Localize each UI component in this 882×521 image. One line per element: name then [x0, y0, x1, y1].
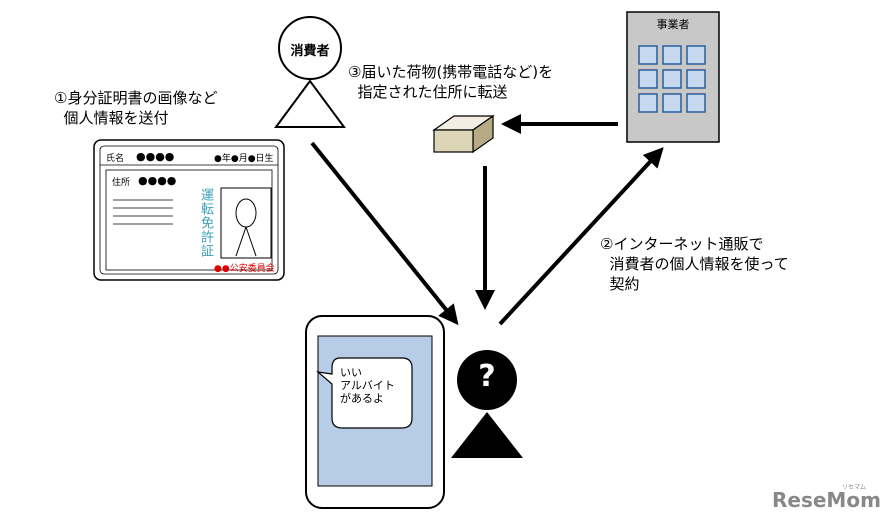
id-birth: ●年●月●日生	[214, 154, 274, 164]
unknown-body	[451, 412, 523, 458]
id-card	[93, 139, 285, 281]
consumer-label: 消費者	[290, 44, 330, 59]
speech-bubble	[316, 357, 413, 429]
package-box	[432, 114, 495, 154]
id-license-title: 運転免許証	[198, 188, 213, 258]
step2-text: ②インターネット通販で 消費者の個人情報を使って 契約	[600, 235, 789, 293]
resemom-logo: ReseMom	[772, 488, 881, 512]
arrow-unknown-to-company	[498, 147, 664, 326]
smartphone	[305, 315, 445, 509]
id-name-value: ●●●●	[136, 150, 175, 163]
consumer-figure	[274, 16, 346, 128]
id-name-label: 氏名	[106, 154, 125, 164]
consumer-body	[274, 79, 346, 128]
arrow-consumer-to-unknown	[310, 141, 459, 326]
unknown-head	[457, 350, 517, 410]
consumer-head	[278, 16, 342, 80]
step3-text: ③届いた荷物(携帯電話など)を 指定された住所に転送	[348, 63, 554, 101]
resemom-logo-sub: リセマム	[842, 484, 867, 491]
bubble-text: いい アルバイト があるよ	[340, 366, 395, 405]
company-building	[626, 11, 720, 143]
unknown-person-figure	[451, 350, 523, 458]
id-address-label: 住所	[112, 178, 131, 188]
company-label: 事業者	[656, 18, 690, 31]
unknown-question-mark: ?	[478, 359, 496, 394]
id-address-value: ●●●●	[138, 174, 177, 187]
step1-text: ①身分証明書の画像など 個人情報を送付	[54, 89, 218, 127]
id-issuer: ●●公安委員会	[214, 264, 275, 274]
